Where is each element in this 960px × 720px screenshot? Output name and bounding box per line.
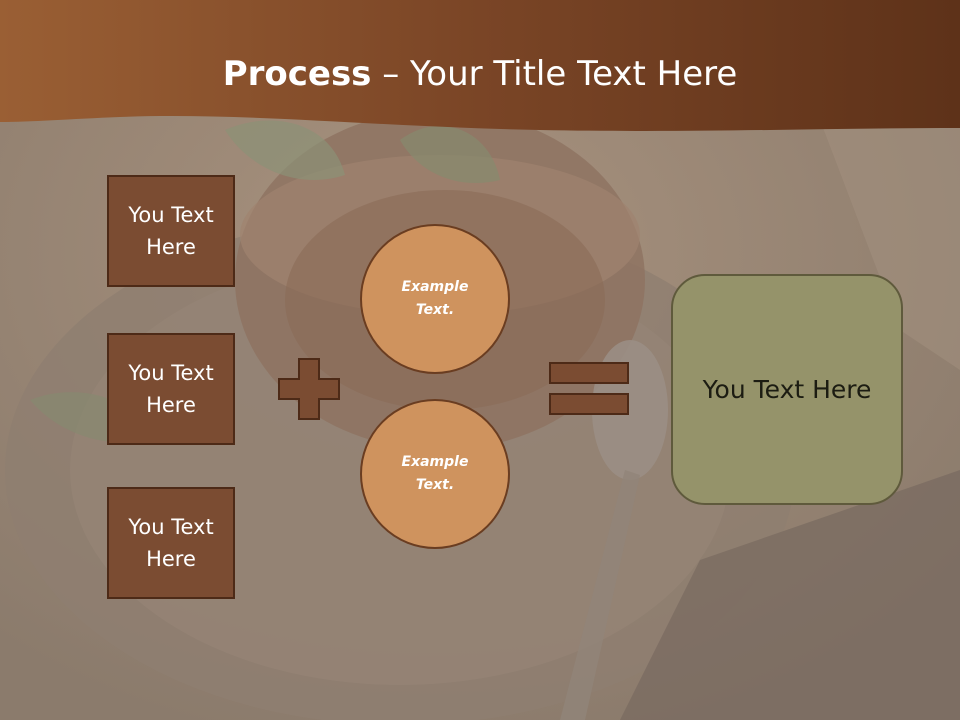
result-box-label: You Text Here: [702, 374, 872, 404]
example-circle-label: Example Text.: [401, 279, 469, 318]
slide-title: Process – Your Title Text Here: [0, 52, 960, 96]
input-box-2[interactable]: You Text Here: [107, 333, 235, 445]
input-box-1[interactable]: You Text Here: [107, 175, 235, 287]
equals-icon: [549, 362, 629, 415]
title-bold: Process: [222, 54, 372, 94]
input-box-label: You Text Here: [128, 515, 214, 571]
input-box-3[interactable]: You Text Here: [107, 487, 235, 599]
plus-icon: [278, 358, 340, 420]
example-circle-1[interactable]: Example Text.: [360, 224, 510, 374]
input-box-label: You Text Here: [128, 203, 214, 259]
input-box-label: You Text Here: [128, 361, 214, 417]
example-circle-label: Example Text.: [401, 454, 469, 493]
title-rest: – Your Title Text Here: [371, 54, 738, 94]
result-box[interactable]: You Text Here: [671, 274, 903, 505]
example-circle-2[interactable]: Example Text.: [360, 399, 510, 549]
